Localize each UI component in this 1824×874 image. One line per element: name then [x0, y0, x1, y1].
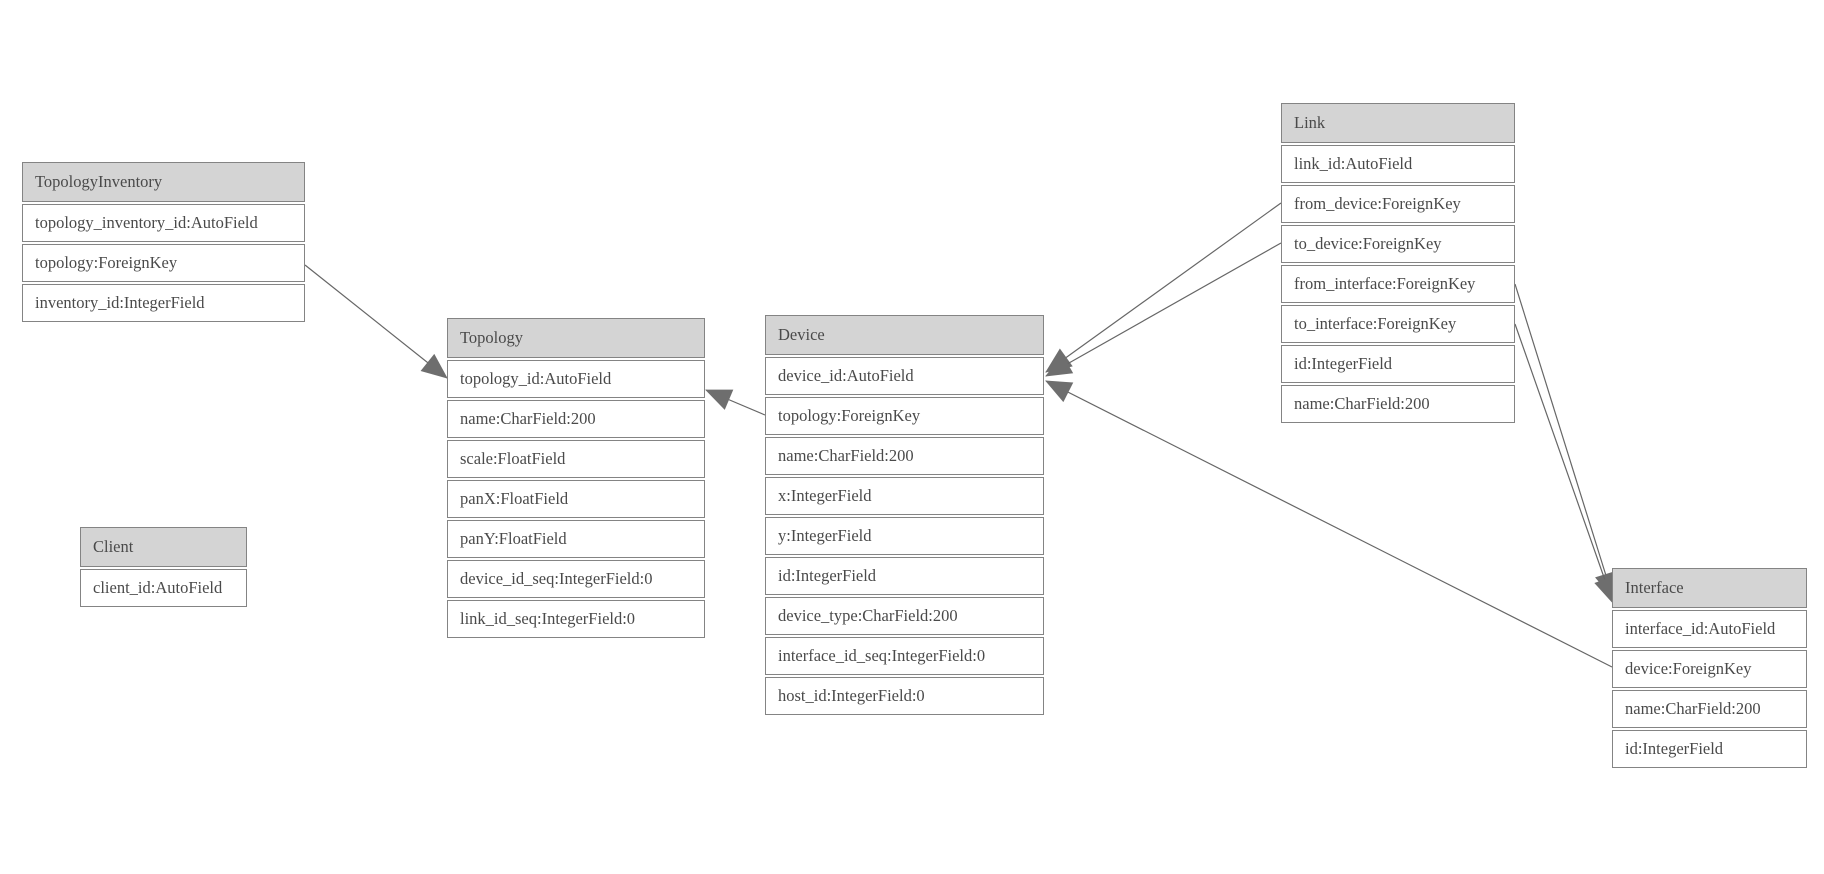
field-device-host_id: host_id:IntegerField:0 [765, 677, 1044, 715]
entity-header-device: Device [765, 315, 1044, 355]
field-device-interface_id_seq: interface_id_seq:IntegerField:0 [765, 637, 1044, 675]
field-topology-panY: panY:FloatField [447, 520, 705, 558]
field-topologyinventory-topology: topology:ForeignKey [22, 244, 305, 282]
field-link-link_id: link_id:AutoField [1281, 145, 1515, 183]
fk-arrow-link-to_device-to-device [1045, 242, 1282, 377]
entity-header-link: Link [1281, 103, 1515, 143]
field-client-client_id: client_id:AutoField [80, 569, 247, 607]
fk-arrow-link-from_device-to-device [1045, 202, 1282, 373]
field-interface-id: id:IntegerField [1612, 730, 1807, 768]
fk-arrow-link-from_interface-to-interface [1514, 283, 1617, 599]
field-link-id: id:IntegerField [1281, 345, 1515, 383]
field-link-name: name:CharField:200 [1281, 385, 1515, 423]
field-link-to_interface: to_interface:ForeignKey [1281, 305, 1515, 343]
field-topology-name: name:CharField:200 [447, 400, 705, 438]
fk-arrow-topologyinventory-topology-to-topology [304, 264, 448, 379]
field-topologyinventory-topology_inventory_id: topology_inventory_id:AutoField [22, 204, 305, 242]
fk-arrow-link-to_interface-to-interface [1514, 323, 1616, 604]
field-interface-name: name:CharField:200 [1612, 690, 1807, 728]
field-device-y: y:IntegerField [765, 517, 1044, 555]
field-device-topology: topology:ForeignKey [765, 397, 1044, 435]
field-link-from_device: from_device:ForeignKey [1281, 185, 1515, 223]
entity-header-topology: Topology [447, 318, 705, 358]
field-interface-interface_id: interface_id:AutoField [1612, 610, 1807, 648]
fk-arrow-interface-device-to-device [1045, 380, 1613, 668]
entity-header-interface: Interface [1612, 568, 1807, 608]
field-device-x: x:IntegerField [765, 477, 1044, 515]
field-topology-link_id_seq: link_id_seq:IntegerField:0 [447, 600, 705, 638]
field-link-from_interface: from_interface:ForeignKey [1281, 265, 1515, 303]
entity-header-client: Client [80, 527, 247, 567]
field-topology-panX: panX:FloatField [447, 480, 705, 518]
field-topology-device_id_seq: device_id_seq:IntegerField:0 [447, 560, 705, 598]
field-topologyinventory-inventory_id: inventory_id:IntegerField [22, 284, 305, 322]
field-topology-scale: scale:FloatField [447, 440, 705, 478]
field-device-device_id: device_id:AutoField [765, 357, 1044, 395]
fk-arrow-device-topology-to-topology [705, 389, 766, 416]
field-link-to_device: to_device:ForeignKey [1281, 225, 1515, 263]
field-topology-topology_id: topology_id:AutoField [447, 360, 705, 398]
entity-header-topologyinventory: TopologyInventory [22, 162, 305, 202]
field-device-name: name:CharField:200 [765, 437, 1044, 475]
field-device-id: id:IntegerField [765, 557, 1044, 595]
field-interface-device: device:ForeignKey [1612, 650, 1807, 688]
field-device-device_type: device_type:CharField:200 [765, 597, 1044, 635]
